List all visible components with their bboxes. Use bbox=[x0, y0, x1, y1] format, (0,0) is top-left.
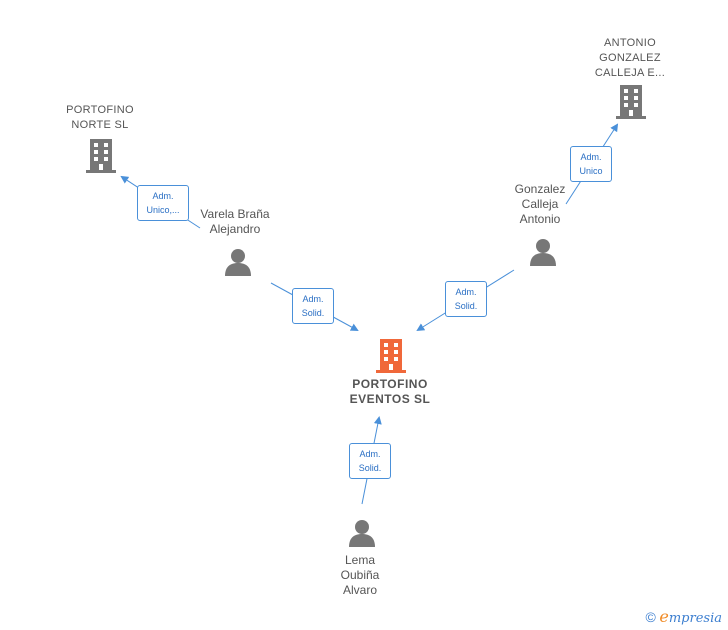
main-building-icon[interactable] bbox=[376, 338, 406, 374]
role-line: Solid. bbox=[454, 301, 478, 311]
role-line: Unico bbox=[579, 166, 603, 176]
node-label-line: ANTONIO bbox=[603, 37, 656, 49]
role-line: Unico,... bbox=[146, 205, 180, 215]
copyright-icon: © bbox=[645, 609, 656, 625]
node-label-line: Alvaro bbox=[342, 583, 377, 597]
node-label-line: Oubiña bbox=[340, 568, 380, 582]
node-label-line: PORTOFINO bbox=[352, 377, 428, 391]
brand-logo: © empresia bbox=[645, 607, 722, 626]
node-label-lema[interactable]: Lema Oubiña Alvaro bbox=[320, 553, 400, 598]
role-box-gonzalez-eventos[interactable]: Adm. Solid. bbox=[445, 281, 487, 317]
node-label-line: Calleja bbox=[521, 197, 559, 211]
role-line: Adm. bbox=[359, 449, 381, 459]
node-label-line: Antonio bbox=[519, 212, 561, 226]
node-label-line: Alejandro bbox=[209, 222, 261, 236]
node-label-portofino-eventos[interactable]: PORTOFINO EVENTOS SL bbox=[330, 377, 450, 407]
node-label-line: Varela Braña bbox=[200, 207, 270, 221]
node-label-line: Gonzalez bbox=[514, 182, 566, 196]
node-label-line: CALLEJA E... bbox=[594, 67, 666, 79]
person-icon[interactable] bbox=[223, 248, 253, 276]
brand-e: e bbox=[659, 607, 669, 626]
role-line: Solid. bbox=[301, 308, 325, 318]
role-line: Adm. bbox=[152, 191, 174, 201]
role-box-gonzalez-antonio[interactable]: Adm. Unico bbox=[570, 146, 612, 182]
role-box-varela-eventos[interactable]: Adm. Solid. bbox=[292, 288, 334, 324]
node-label-line: Lema bbox=[344, 553, 376, 567]
node-label-portofino-norte[interactable]: PORTOFINO NORTE SL bbox=[50, 103, 150, 133]
node-label-line: EVENTOS SL bbox=[349, 392, 431, 406]
role-line: Adm. bbox=[455, 287, 477, 297]
node-label-line: GONZALEZ bbox=[599, 52, 661, 64]
node-label-antonio-gonzalez[interactable]: ANTONIO GONZALEZ CALLEJA E... bbox=[580, 36, 680, 81]
node-label-varela[interactable]: Varela Braña Alejandro bbox=[180, 207, 290, 237]
node-label-line: PORTOFINO bbox=[66, 104, 134, 116]
node-label-gonzalez[interactable]: Gonzalez Calleja Antonio bbox=[495, 182, 585, 227]
role-box-lema-eventos[interactable]: Adm. Solid. bbox=[349, 443, 391, 479]
brand-name: mpresia bbox=[668, 611, 722, 626]
person-icon[interactable] bbox=[347, 519, 377, 547]
node-label-line: NORTE SL bbox=[71, 119, 129, 131]
person-icon[interactable] bbox=[528, 238, 558, 266]
role-line: Adm. bbox=[580, 152, 602, 162]
role-line: Solid. bbox=[358, 463, 382, 473]
building-icon[interactable] bbox=[86, 138, 116, 174]
building-icon[interactable] bbox=[616, 84, 646, 120]
role-box-varela-norte[interactable]: Adm. Unico,... bbox=[137, 185, 189, 221]
role-line: Adm. bbox=[302, 294, 324, 304]
